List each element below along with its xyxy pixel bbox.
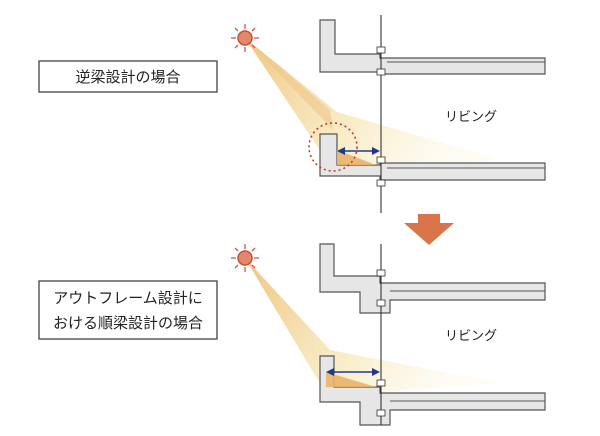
top-label-box xyxy=(38,60,218,93)
down-arrow-icon xyxy=(404,214,454,245)
top-light-beam-upper xyxy=(245,38,333,130)
top-measure-arrow xyxy=(337,147,380,155)
top-shadow-area xyxy=(337,150,376,165)
sun-icon xyxy=(231,244,259,272)
top-label: 逆梁設計の場合 xyxy=(75,68,180,86)
top-upper-beam xyxy=(319,19,546,75)
sun-icon xyxy=(231,24,259,52)
top-highlight-circle xyxy=(308,122,358,172)
bottom-shadow-area xyxy=(326,372,376,387)
bottom-measure-arrow xyxy=(326,368,380,376)
top-diagram: 逆梁設計の場合 リビング xyxy=(38,15,546,213)
bottom-diagram: アウトフレーム設計に おける順梁設計の場合 リビング xyxy=(38,243,546,426)
top-light-beam xyxy=(245,38,498,170)
bottom-label-line1: アウトフレーム設計に xyxy=(53,289,203,307)
bottom-upper-beam xyxy=(319,243,546,314)
bottom-label-line2: おける順梁設計の場合 xyxy=(53,314,203,332)
bottom-label-box xyxy=(38,280,218,340)
top-room-label: リビング xyxy=(445,110,497,125)
bottom-light-beam xyxy=(245,258,500,392)
bottom-room-label: リビング xyxy=(445,329,497,344)
